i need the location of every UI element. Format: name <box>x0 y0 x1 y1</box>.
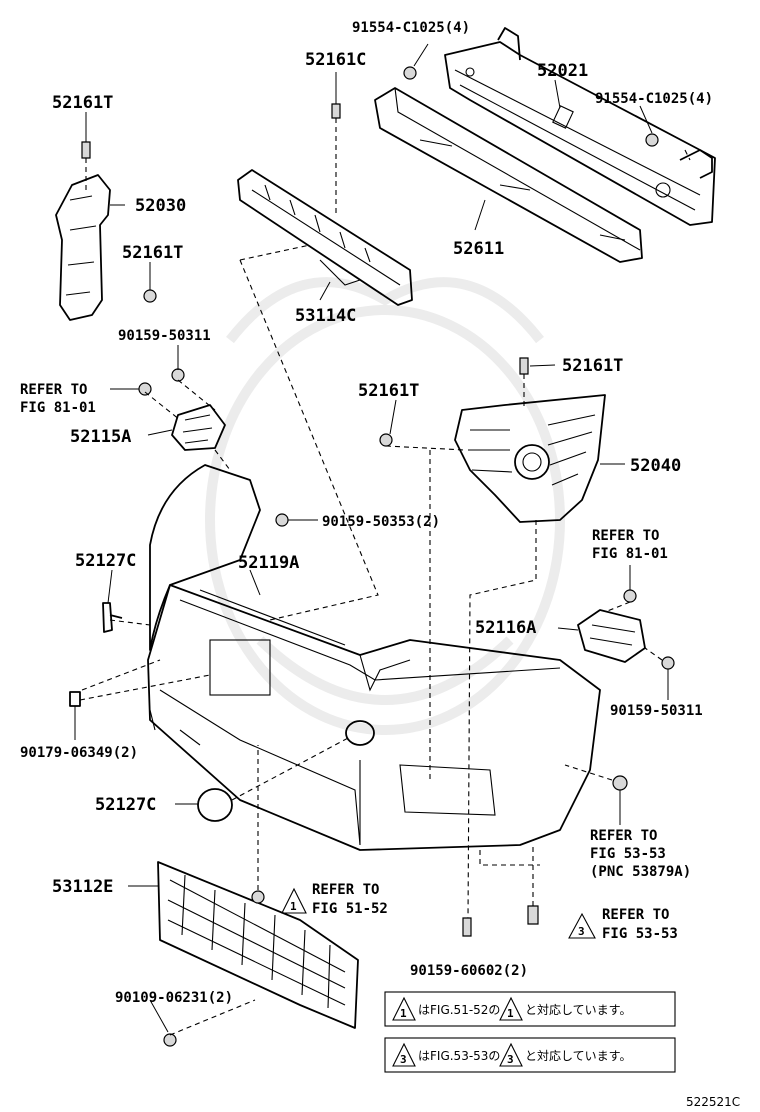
retainer-53114c <box>237 169 413 306</box>
label-90159-50353: 90159-50353(2) <box>322 514 440 530</box>
bumper-absorber-52611 <box>374 87 643 263</box>
label-refer-fig5353-a-line2: FIG 53-53 <box>590 846 666 862</box>
label-refer-fig5152-line1: REFER TO <box>312 882 379 898</box>
svg-text:と対応しています。: と対応しています。 <box>525 1003 631 1017</box>
label-52021: 52021 <box>537 61 588 81</box>
label-refer-fig8101-b-line2: FIG 81-01 <box>592 546 668 562</box>
svg-text:3: 3 <box>507 1053 514 1066</box>
fasteners <box>81 66 675 1047</box>
note-box-fig51-52: 1 はFIG.51-52の 1 と対応しています。 <box>384 991 676 1027</box>
fog-bezel-52040 <box>454 394 606 523</box>
watermark-emblem <box>205 277 565 735</box>
label-refer-fig8101-a-line1: REFER TO <box>20 382 87 398</box>
svg-text:1: 1 <box>507 1007 514 1020</box>
label-52115a: 52115A <box>70 427 131 447</box>
label-52127c-a: 52127C <box>75 551 136 571</box>
label-refer-fig8101-b-line1: REFER TO <box>592 528 659 544</box>
svg-text:3: 3 <box>400 1053 407 1066</box>
side-bracket-52030 <box>55 174 111 321</box>
bracket-52115a <box>171 404 226 451</box>
grille-53112e <box>157 861 359 1029</box>
cap-52127c <box>197 788 233 822</box>
assembly-guide-lines <box>79 118 691 1036</box>
bracket-52116a <box>577 609 646 663</box>
label-90159-50311-b: 90159-50311 <box>610 703 703 719</box>
triangle-marker-1: 1 <box>281 887 307 914</box>
note-box-fig53-53: 3 はFIG.53-53の 3 と対応しています。 <box>384 1037 676 1073</box>
label-refer-fig5353-a-line1: REFER TO <box>590 828 657 844</box>
label-90159-60602: 90159-60602(2) <box>410 963 528 979</box>
label-90109-06231: 90109-06231(2) <box>115 990 233 1006</box>
label-refer-fig5353-b-line2: FIG 53-53 <box>602 926 678 942</box>
label-53112e: 53112E <box>52 877 113 897</box>
label-52161t-b: 52161T <box>122 243 183 263</box>
label-91554-c1025-top: 91554-C1025(4) <box>352 20 470 36</box>
label-52119a: 52119A <box>238 553 299 573</box>
svg-text:1: 1 <box>290 900 297 913</box>
label-91554-c1025-right: 91554-C1025(4) <box>595 91 713 107</box>
label-52161t-a: 52161T <box>52 93 113 113</box>
label-52127c-b: 52127C <box>95 795 156 815</box>
label-90159-50311-a: 90159-50311 <box>118 328 211 344</box>
leader-lines <box>74 43 669 1033</box>
label-52611: 52611 <box>453 239 504 259</box>
bumper-reinforcement-52021 <box>444 27 716 226</box>
label-refer-fig8101-a-line2: FIG 81-01 <box>20 400 96 416</box>
svg-text:はFIG.51-52の: はFIG.51-52の <box>418 1003 500 1017</box>
label-refer-fig5152-line2: FIG 51-52 <box>312 901 388 917</box>
triangle-marker-3: 3 <box>568 912 596 939</box>
label-52161c: 52161C <box>305 50 366 70</box>
label-52161t-c: 52161T <box>562 356 623 376</box>
svg-text:はFIG.53-53の: はFIG.53-53の <box>418 1049 500 1063</box>
label-90179-06349: 90179-06349(2) <box>20 745 138 761</box>
figure-code: 522521C <box>686 1095 740 1109</box>
part-labels: 91554-C1025(4) 52161C 52021 91554-C1025(… <box>20 20 713 1006</box>
label-refer-fig5353-b-line1: REFER TO <box>602 907 669 923</box>
bumper-cover-52119a <box>147 464 601 851</box>
label-53114c: 53114C <box>295 306 356 326</box>
clip-52127c <box>102 602 123 633</box>
svg-text:1: 1 <box>400 1007 407 1020</box>
label-52116a: 52116A <box>475 618 536 638</box>
label-52030: 52030 <box>135 196 186 216</box>
nut-90179 <box>69 691 81 707</box>
label-52040: 52040 <box>630 456 681 476</box>
svg-text:3: 3 <box>578 925 585 938</box>
label-52161t-d: 52161T <box>358 381 419 401</box>
label-refer-fig5353-a-line3: (PNC 53879A) <box>590 864 691 880</box>
svg-text:と対応しています。: と対応しています。 <box>525 1049 631 1063</box>
